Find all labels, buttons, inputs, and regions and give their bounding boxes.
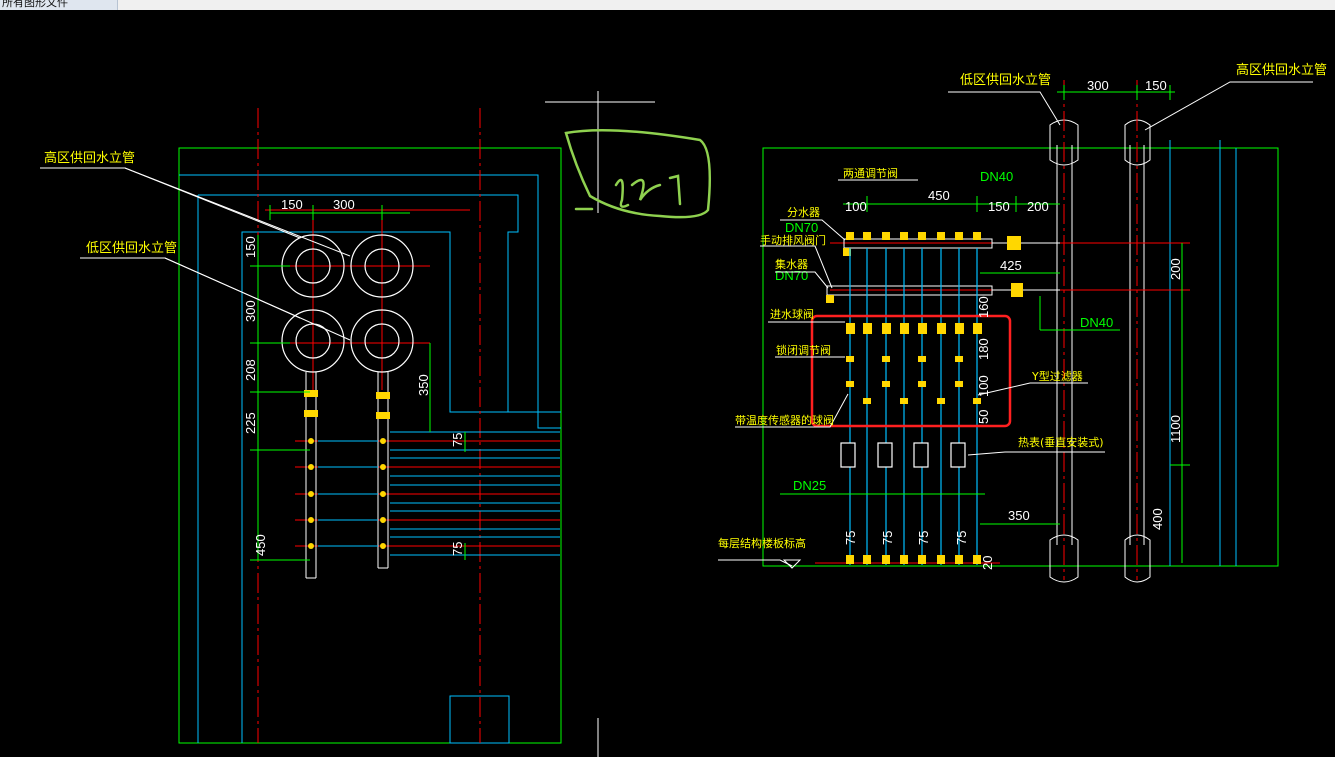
dim-50: 50 (976, 410, 991, 424)
heat-meter-label: 热表(垂直安装式) (1018, 435, 1104, 449)
right-dimension-lines (780, 85, 1190, 563)
dim-450: 450 (253, 534, 268, 556)
dim-75-r3: 75 (916, 531, 931, 545)
dim-75-r4: 75 (954, 531, 969, 545)
dim-200v-right: 200 (1168, 258, 1183, 280)
high-zone-riser-b (350, 234, 414, 298)
floor-level-label: 每层结构楼板标高 (718, 536, 806, 550)
dn40-top: DN40 (980, 169, 1013, 184)
dim-300-vert: 300 (243, 300, 258, 322)
dim-75-b: 75 (450, 542, 465, 556)
level-marker-icon (782, 559, 802, 569)
left-branch-pipes (305, 372, 389, 579)
dim-100b: 100 (976, 375, 991, 397)
right-wall-lines (1169, 140, 1237, 566)
low-zone-riser-a (281, 309, 345, 373)
left-shaft-walls (179, 174, 561, 744)
left-plan-view: 150 300 150 300 208 225 450 350 75 75 高区… (40, 108, 562, 744)
left-view-frame (178, 147, 562, 744)
lock-valve-label: 锁闭调节阀 (776, 343, 831, 357)
dim-450-right: 450 (928, 188, 950, 203)
low-zone-riser-b (350, 309, 414, 373)
tab-bar: 所有图形文件 (0, 0, 1335, 10)
cad-drawing-canvas[interactable]: 150 300 150 300 208 225 450 350 75 75 高区… (0, 10, 1335, 757)
dim-160: 160 (976, 296, 991, 318)
y-filter-label: Y型过滤器 (1031, 369, 1083, 383)
dim-75-a: 75 (450, 433, 465, 447)
heat-meter-1 (840, 442, 856, 468)
dim-300-right: 300 (1087, 78, 1109, 93)
dn40-mid: DN40 (1080, 315, 1113, 330)
temp-valve-label: 带温度传感器的球阀 (735, 413, 834, 427)
dim-300-top: 300 (333, 197, 355, 212)
left-leaders (40, 167, 351, 341)
low-zone-riser-label: 低区供回水立管 (86, 241, 177, 256)
drawing-tab-label: 所有图形文件 (2, 0, 68, 9)
inlet-ball-valve-label: 进水球阀 (770, 307, 814, 321)
heat-meter-2 (877, 442, 893, 468)
two-way-valve-label: 两通调节阀 (843, 166, 898, 180)
crosshair-cursor (545, 91, 655, 213)
dn25-label: DN25 (793, 478, 826, 493)
manual-vent-label: 手动排风阀门 (760, 233, 826, 247)
left-valves (304, 390, 390, 549)
heat-meter-3 (913, 442, 929, 468)
dim-1100-right: 1100 (1168, 415, 1183, 443)
dim-150-vert: 150 (243, 236, 258, 258)
dim-208: 208 (243, 359, 258, 381)
manifold-fittings (826, 236, 1023, 303)
drawing-tab[interactable]: 所有图形文件 (0, 0, 118, 10)
left-dimension-lines (250, 205, 466, 561)
left-horizontal-branches (318, 431, 560, 556)
model-space-background (0, 10, 1335, 757)
dim-200-right: 200 (1027, 199, 1049, 214)
handwritten-annotation (564, 128, 712, 219)
supply-manifold-label: 分水器 (787, 206, 820, 219)
dim-350-right: 350 (1008, 508, 1030, 523)
dim-100-right: 100 (845, 199, 867, 214)
dim-75-r2: 75 (880, 531, 895, 545)
dim-20: 20 (980, 556, 995, 570)
dim-225: 225 (243, 412, 258, 434)
right-risers (1049, 119, 1151, 583)
dim-150b-right: 150 (988, 199, 1010, 214)
dim-400-right: 400 (1150, 508, 1165, 530)
low-zone-riser-label-right: 低区供回水立管 (960, 73, 1051, 88)
right-view-frame (762, 147, 1279, 567)
dim-150-right: 150 (1145, 78, 1167, 93)
circuit-pipes (840, 232, 982, 565)
return-manifold-label: 集水器 (775, 257, 808, 271)
dim-425-right: 425 (1000, 258, 1022, 273)
high-zone-riser-label: 高区供回水立管 (44, 150, 135, 166)
heat-meter-4 (950, 442, 966, 468)
dn70-supply: DN70 (785, 220, 818, 235)
dim-180: 180 (976, 338, 991, 360)
dim-150-top: 150 (281, 197, 303, 212)
highlight-box (810, 314, 1012, 428)
right-elevation-view: 300 150 450 100 150 200 425 200 1100 400… (718, 62, 1327, 583)
dim-350: 350 (416, 374, 431, 396)
dim-75-r1: 75 (843, 531, 858, 545)
high-zone-riser-label-right: 高区供回水立管 (1236, 62, 1327, 78)
